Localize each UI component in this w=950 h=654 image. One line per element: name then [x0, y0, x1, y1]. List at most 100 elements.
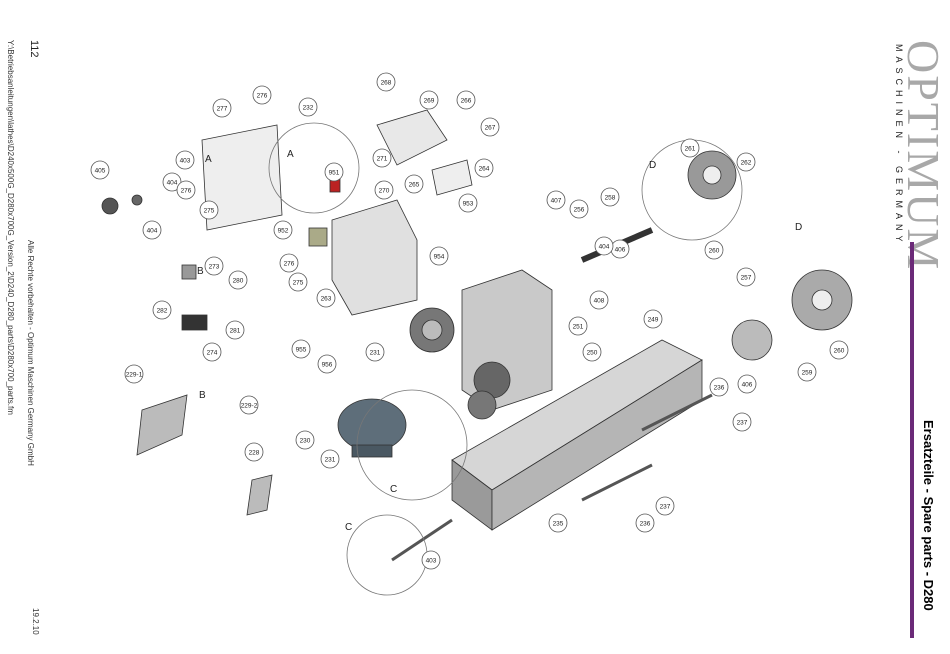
part-callout: 406: [737, 374, 757, 394]
part-number: 267: [485, 124, 496, 131]
part-number: 271: [377, 155, 388, 162]
part-number: 955: [296, 346, 307, 353]
part-callout: 405: [90, 160, 110, 180]
part-callout: 261: [680, 138, 700, 158]
part-callout: 271: [372, 148, 392, 168]
part-number: 260: [834, 347, 845, 354]
detail-circle-b: [356, 389, 468, 501]
part-number: 231: [325, 456, 336, 463]
part-number: 404: [147, 227, 158, 234]
part-callout: 256: [569, 199, 589, 219]
brand-accent-bar: [910, 242, 914, 638]
part-number: 237: [737, 419, 748, 426]
part-number: 250: [587, 349, 598, 356]
detail-label-b: B: [197, 266, 204, 277]
brand-logo: OPTIMUM: [898, 40, 949, 272]
part-callout: 952: [273, 220, 293, 240]
revision-date: 19.2.10: [31, 608, 40, 635]
knob-2: [131, 194, 143, 206]
contactor: [308, 227, 328, 247]
part-callout: 231: [365, 342, 385, 362]
part-callout: 258: [600, 187, 620, 207]
part-number: 952: [278, 227, 289, 234]
part-number: 266: [461, 97, 472, 104]
leadscrew: [391, 518, 453, 562]
part-number: 276: [257, 92, 268, 99]
part-callout: 403: [421, 550, 441, 570]
part-number: 249: [648, 316, 659, 323]
part-callout: 260: [829, 340, 849, 360]
top-cover: [376, 109, 448, 166]
detail-label-a: A: [205, 154, 212, 165]
part-number: 275: [204, 207, 215, 214]
part-callout: 267: [480, 117, 500, 137]
part-callout: 276: [176, 180, 196, 200]
part-callout: 262: [736, 152, 756, 172]
part-callout: 259: [797, 362, 817, 382]
back-cover: [201, 124, 283, 231]
part-callout: 274: [202, 342, 222, 362]
part-callout: 275: [288, 272, 308, 292]
detail-label-b: B: [199, 390, 206, 401]
part-callout: 276: [252, 85, 272, 105]
part-number: 230: [300, 437, 311, 444]
file-path: Y:\Betriebsanleitungen\lathes\D240x500G_…: [6, 40, 15, 415]
detail-circle-c: [346, 514, 428, 596]
page-number: 112: [28, 40, 40, 58]
part-callout: 955: [291, 339, 311, 359]
rail-1: [641, 393, 713, 432]
part-callout: 265: [404, 174, 424, 194]
part-number: 229-1: [126, 371, 143, 378]
part-number: 232: [303, 104, 314, 111]
part-callout: 275: [199, 200, 219, 220]
part-callout: 281: [225, 320, 245, 340]
part-callout: 280: [228, 270, 248, 290]
switch-base: [181, 314, 208, 331]
brand-tagline: MASCHINEN - GERMANY: [894, 44, 904, 247]
part-number: 274: [207, 349, 218, 356]
part-callout: 404: [594, 236, 614, 256]
part-callout: 273: [204, 256, 224, 276]
copyright-notice: Alle Rechte vorbehalten - Optimum Maschi…: [26, 240, 35, 466]
part-callout: 235: [548, 513, 568, 533]
rail-2: [581, 463, 653, 502]
part-callout: 237: [655, 496, 675, 516]
detail-label-a: A: [287, 149, 294, 160]
part-number: 276: [181, 187, 192, 194]
part-number: 258: [605, 194, 616, 201]
part-number: 229-2: [241, 402, 258, 409]
part-callout: 266: [456, 90, 476, 110]
part-callout: 263: [316, 288, 336, 308]
part-number: 281: [230, 327, 241, 334]
part-callout: 231: [320, 449, 340, 469]
part-callout: 229-2: [239, 395, 259, 415]
gear-2: [467, 390, 497, 420]
part-number: 275: [293, 279, 304, 286]
part-callout: 404: [162, 172, 182, 192]
part-number: 269: [424, 97, 435, 104]
detail-label-d: D: [795, 222, 802, 233]
part-number: 257: [741, 274, 752, 281]
part-callout: 408: [589, 290, 609, 310]
part-number: 276: [284, 260, 295, 267]
part-callout: 953: [458, 193, 478, 213]
part-number: 953: [463, 200, 474, 207]
flange: [731, 319, 773, 361]
part-number: 265: [409, 181, 420, 188]
part-number: 231: [370, 349, 381, 356]
part-number: 403: [180, 157, 191, 164]
part-callout: 230: [295, 430, 315, 450]
switch-block: [181, 264, 197, 280]
part-callout: 951: [324, 162, 344, 182]
part-number: 954: [434, 253, 445, 260]
part-callout: 269: [419, 90, 439, 110]
part-callout: 251: [568, 316, 588, 336]
detail-circle-a: [268, 122, 360, 214]
part-number: 951: [329, 169, 340, 176]
detail-label-d: D: [649, 160, 656, 171]
part-number: 270: [379, 187, 390, 194]
part-number: 277: [217, 105, 228, 112]
part-callout: 270: [374, 180, 394, 200]
part-callout: 276: [279, 253, 299, 273]
part-number: 236: [714, 384, 725, 391]
